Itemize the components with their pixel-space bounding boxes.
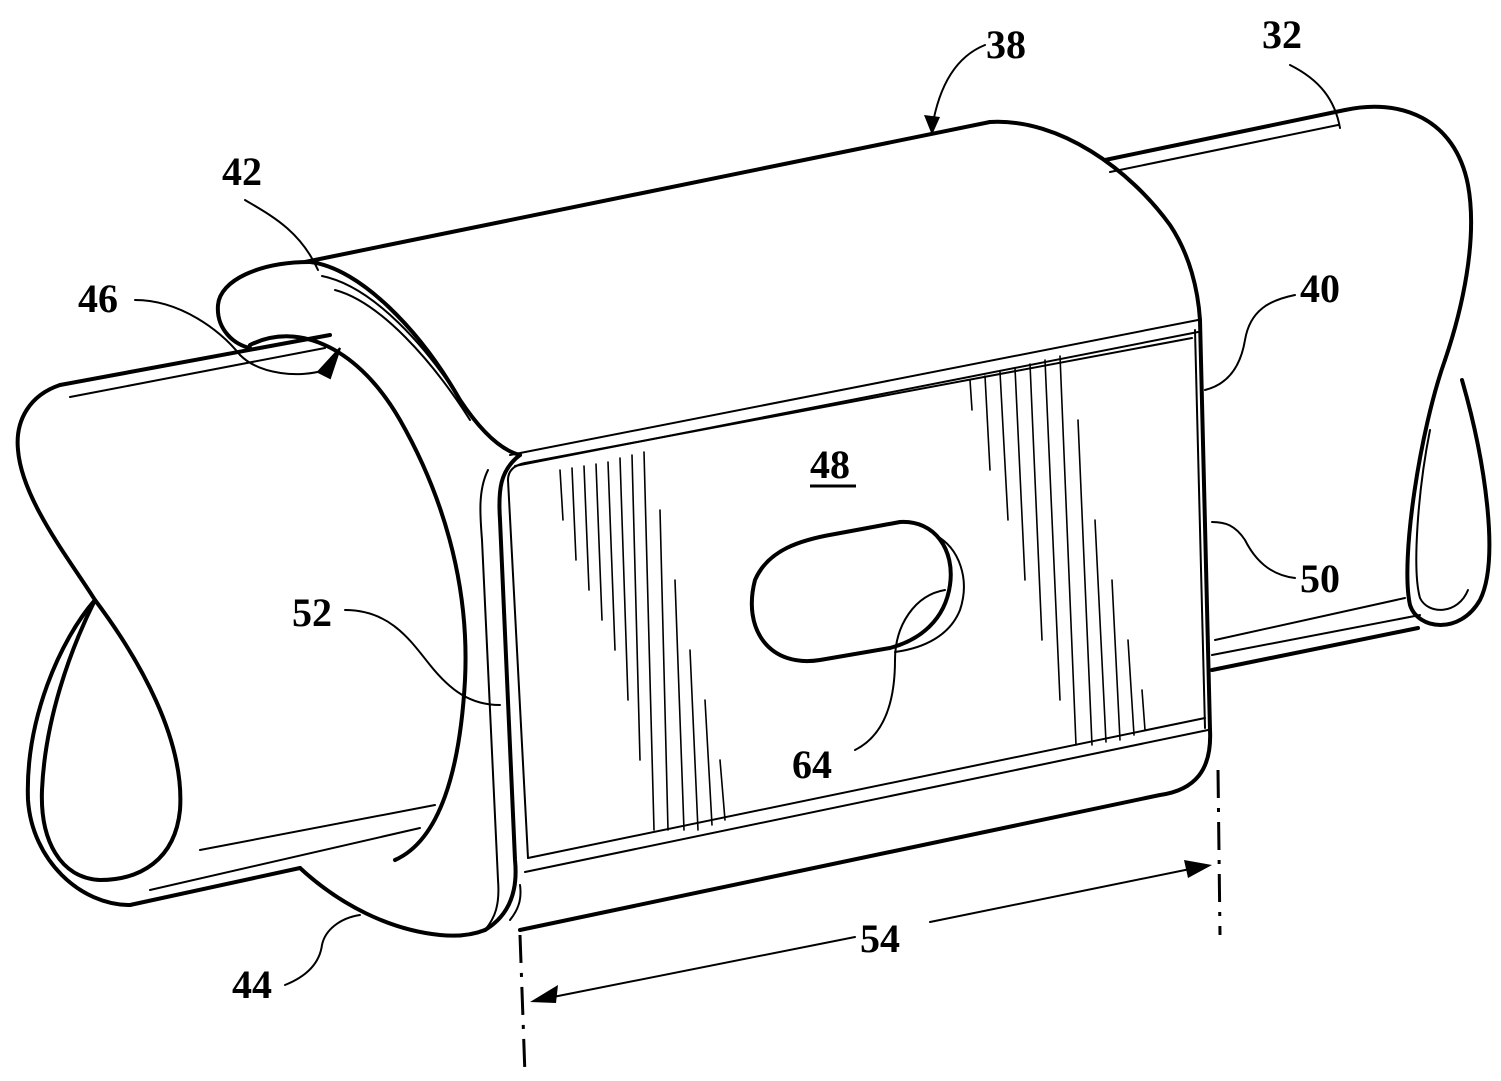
label-54: 54 bbox=[860, 916, 900, 961]
label-42: 42 bbox=[222, 149, 262, 194]
label-64: 64 bbox=[792, 742, 832, 787]
dimension-54 bbox=[518, 769, 1222, 1076]
tube-left bbox=[15, 260, 487, 938]
tube-right bbox=[1103, 104, 1492, 672]
label-48: 48 bbox=[810, 442, 850, 487]
housing bbox=[303, 119, 1213, 932]
label-38: 38 bbox=[986, 22, 1026, 67]
label-40: 40 bbox=[1300, 266, 1340, 311]
label-52: 52 bbox=[292, 590, 332, 635]
reference-labels: 38 32 42 46 40 48 50 52 64 54 44 bbox=[78, 12, 1340, 1007]
label-46: 46 bbox=[78, 276, 118, 321]
label-50: 50 bbox=[1300, 556, 1340, 601]
panel-hatching bbox=[559, 355, 1146, 831]
label-44: 44 bbox=[232, 962, 272, 1007]
label-32: 32 bbox=[1262, 12, 1302, 57]
leader-lines bbox=[134, 44, 1341, 986]
